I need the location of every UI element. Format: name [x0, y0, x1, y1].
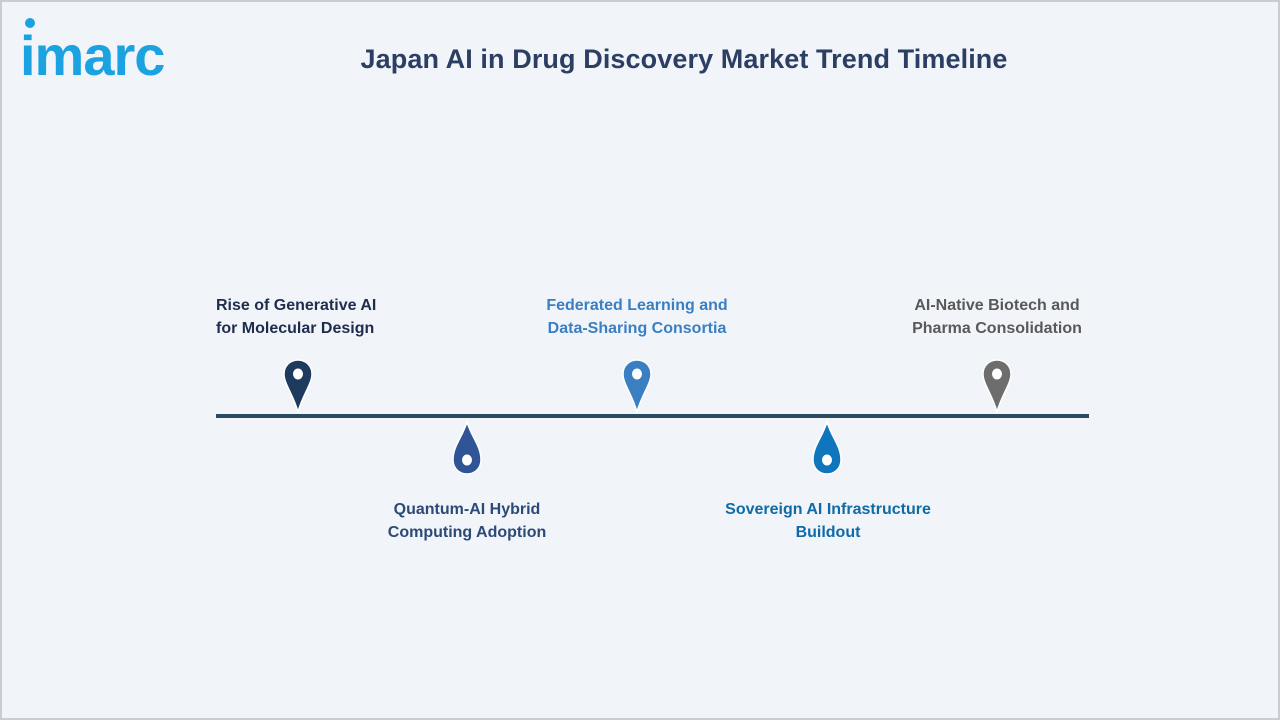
map-pin-icon [982, 358, 1012, 414]
timeline-event-2-label: Quantum-AI Hybrid Computing Adoption [387, 501, 547, 541]
drop-pin-icon [812, 420, 842, 476]
page-title: Japan AI in Drug Discovery Market Trend … [360, 44, 1008, 74]
timeline-event-5-label: AI-Native Biotech and Pharma Consolidati… [912, 297, 1082, 337]
map-pin-icon [283, 358, 313, 414]
svg-text:imarc: imarc [20, 24, 164, 86]
timeline-event-3-label: Federated Learning and Data-Sharing Cons… [546, 297, 728, 337]
drop-pin-icon [452, 420, 482, 476]
timeline-axis [216, 414, 1089, 418]
timeline-event-1-label: Rise of Generative AI for Molecular Desi… [216, 297, 377, 337]
map-pin-icon [622, 358, 652, 414]
timeline-event-4-label: Sovereign AI Infrastructure Buildout [725, 501, 931, 541]
imarc-logo: imarc [20, 14, 220, 86]
imarc-logo-mark: imarc [20, 18, 165, 86]
